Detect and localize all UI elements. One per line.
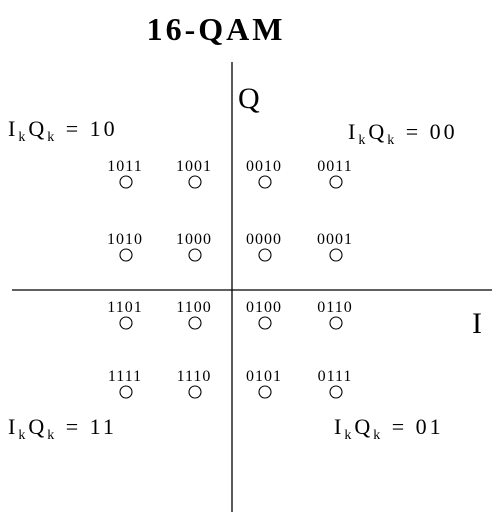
constellation-point-label: 0110 (317, 299, 352, 316)
constellation-point-1110 (188, 385, 202, 399)
i-axis-label: I (472, 307, 482, 340)
constellation-point-label: 0101 (246, 368, 282, 385)
constellation-point-label: 0111 (318, 368, 353, 385)
constellation-point-label: 1100 (176, 299, 211, 316)
constellation-point-1111 (119, 385, 133, 399)
constellation-point-0111 (329, 385, 343, 399)
constellation-point-label: 0010 (246, 158, 282, 175)
constellation-point-label: 1011 (107, 158, 142, 175)
constellation-point-label: 1001 (176, 158, 212, 175)
constellation-points: 1011 1001 0010 0011 1010 1000 0000 0001 1101 1100… (107, 158, 353, 399)
constellation-point-0110 (329, 316, 343, 330)
constellation-point-label: 0000 (246, 231, 282, 248)
quadrant-label-bottom-left: IkQk = 11 (8, 414, 117, 443)
constellation-point-0010 (258, 175, 272, 189)
constellation-point-0001 (329, 248, 343, 262)
constellation-point-label: 0100 (246, 299, 282, 316)
quadrant-label-top-left: IkQk = 10 (8, 116, 118, 145)
constellation-point-1010 (119, 248, 133, 262)
constellation-point-0101 (258, 385, 272, 399)
constellation-point-label: 1010 (107, 231, 143, 248)
constellation-point-1001 (188, 175, 202, 189)
constellation-point-1101 (119, 316, 133, 330)
quadrant-label-top-right: IkQk = 00 (348, 119, 458, 148)
diagram-title: 16-QAM (147, 11, 286, 47)
constellation-point-label: 1000 (176, 231, 212, 248)
constellation-point-label: 0001 (317, 231, 353, 248)
constellation-point-0100 (258, 316, 272, 330)
constellation-point-label: 1111 (108, 368, 142, 385)
constellation-point-1100 (188, 316, 202, 330)
constellation-point-label: 0011 (317, 158, 352, 175)
quadrant-label-bottom-right: IkQk = 01 (334, 414, 444, 443)
constellation-point-1000 (188, 248, 202, 262)
constellation-point-0011 (329, 175, 343, 189)
constellation-point-1011 (119, 175, 133, 189)
q-axis-label: Q (238, 82, 260, 115)
constellation-point-0000 (258, 248, 272, 262)
constellation-point-label: 1110 (177, 368, 212, 385)
constellation-point-label: 1101 (107, 299, 142, 316)
